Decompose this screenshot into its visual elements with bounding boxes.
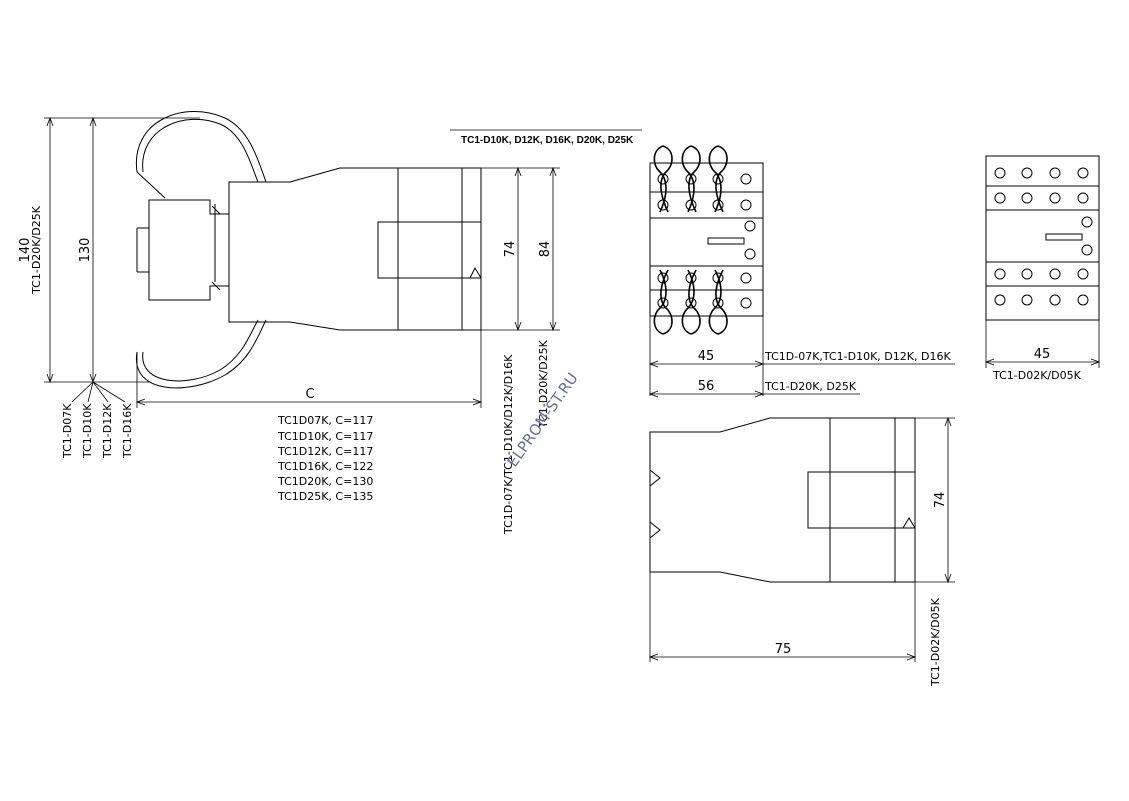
front-label-45: TC1D-07K,TC1-D10K, D12K, D16K xyxy=(764,350,951,363)
front-terminals xyxy=(657,173,756,309)
small-front-view xyxy=(984,155,1101,368)
top-model-label: TC1-D10K, D12K, D16K, D20K, D25K xyxy=(461,135,634,146)
side-view-label: TC1-D02K/D05K xyxy=(929,597,942,687)
front-label-56: TC1-D20K, D25K xyxy=(764,380,857,393)
dim-140-label: 140 xyxy=(18,238,33,263)
leader-label-d12k: TC1-D12K xyxy=(101,403,114,459)
c-row: TC1D10K, C=117 xyxy=(277,430,373,443)
c-row: TC1D25K, C=135 xyxy=(277,490,373,503)
dim-84-label: 84 xyxy=(538,241,553,258)
front-dim-45: 45 xyxy=(698,349,715,364)
c-values-table: TC1D07K, C=117 TC1D10K, C=117 TC1D12K, C… xyxy=(277,414,373,503)
model-side-label: TC1-D20K/D25K xyxy=(30,205,43,295)
dim-c-label: C xyxy=(305,387,314,402)
side-dim-75: 75 xyxy=(775,642,792,657)
leader-label-d10k: TC1-D10K xyxy=(81,403,94,459)
dim-74-label: 74 xyxy=(503,241,518,258)
dim-130-label: 130 xyxy=(78,238,93,263)
front-dim-56: 56 xyxy=(698,379,715,394)
c-row: TC1D07K, C=117 xyxy=(277,414,373,427)
small-view-label: TC1-D02K/D05K xyxy=(992,369,1082,382)
model-label-d07k-d16k: TC1D-07K/TC1-D10K/D12K/D16K xyxy=(502,354,515,535)
leader-label-d16k: TC1-D16K xyxy=(121,403,134,459)
bottom-side-view xyxy=(648,416,955,662)
front-view xyxy=(648,145,955,398)
side-dim-74: 74 xyxy=(933,492,948,509)
left-side-view xyxy=(44,111,560,408)
c-row: TC1D12K, C=117 xyxy=(277,445,373,458)
c-row: TC1D16K, C=122 xyxy=(277,460,373,473)
c-row: TC1D20K, C=130 xyxy=(277,475,373,488)
small-dim-45: 45 xyxy=(1034,347,1051,362)
leader-label-d07k: TC1-D07K xyxy=(61,403,74,459)
model-label-d20k-d25k: TC1-D20K/D25K xyxy=(537,339,550,429)
